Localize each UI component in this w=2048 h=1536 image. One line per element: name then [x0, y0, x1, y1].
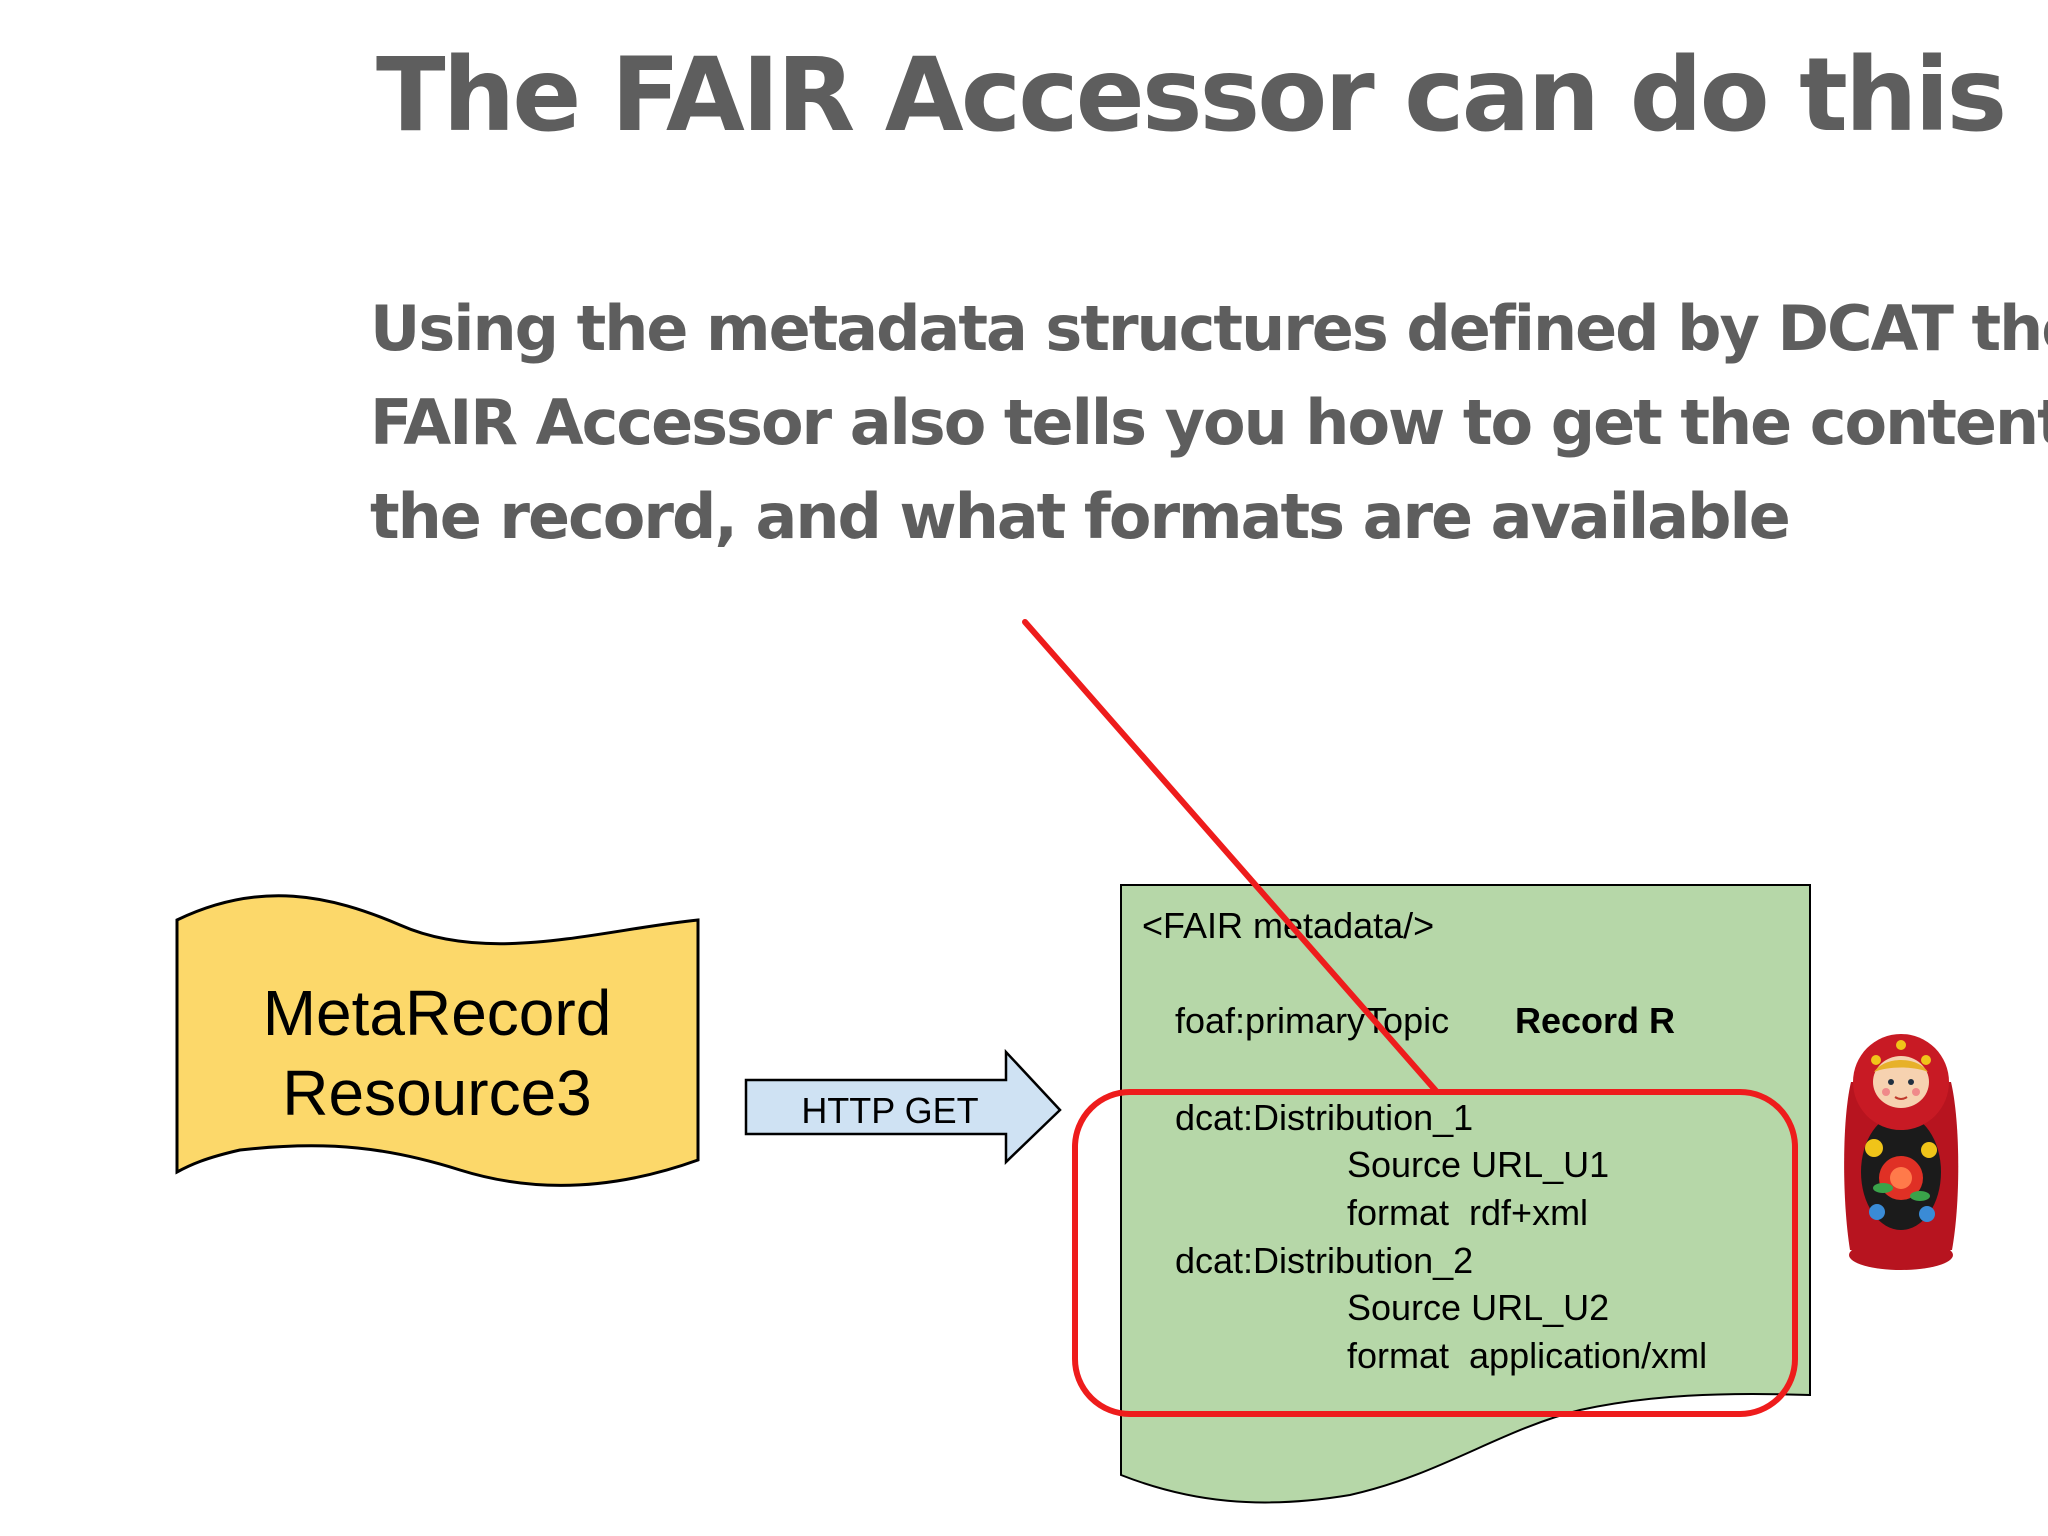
highlight-annotation — [1022, 619, 1798, 1417]
meta-record-line-2: Resource3 — [282, 1057, 592, 1129]
highlight-box — [1072, 1089, 1798, 1417]
distribution-1-source: Source URL_U1 — [1347, 1144, 1609, 1185]
distribution-2-format: format application/xml — [1347, 1335, 1707, 1376]
distribution-1-name: dcat:Distribution_1 — [1175, 1097, 1473, 1138]
meta-record-shape: MetaRecord Resource3 — [175, 894, 700, 1187]
meta-record-wave — [175, 894, 700, 1187]
slide-subtitle: Using the metadata structures defined by… — [370, 282, 2048, 564]
arrow-label: HTTP GET — [801, 1090, 978, 1131]
metadata-document-shape — [1120, 884, 1811, 1504]
distribution-2-name: dcat:Distribution_2 — [1175, 1240, 1473, 1281]
distribution-1-format: format rdf+xml — [1347, 1192, 1588, 1233]
subtitle-line-3: the record, and what formats are availab… — [370, 480, 1791, 553]
distribution-2-source: Source URL_U2 — [1347, 1287, 1609, 1328]
http-get-arrow: HTTP GET — [744, 1048, 1062, 1165]
primary-topic-key: foaf:primaryTopic — [1175, 1000, 1449, 1041]
matryoshka-doll-icon — [1844, 1034, 1959, 1270]
arrow-shape — [744, 1048, 1062, 1165]
slide-title: The FAIR Accessor can do this — [376, 36, 2007, 155]
subtitle-line-2: FAIR Accessor also tells you how to get … — [370, 386, 2048, 459]
primary-topic-value: Record R — [1515, 1000, 1675, 1041]
pointer-line — [1022, 619, 1440, 1095]
meta-record-line-1: MetaRecord — [263, 977, 612, 1049]
fair-metadata-document: <FAIR metadata/> foaf:primaryTopic Recor… — [1120, 884, 1811, 1504]
subtitle-line-1: Using the metadata structures defined by… — [370, 292, 2048, 365]
